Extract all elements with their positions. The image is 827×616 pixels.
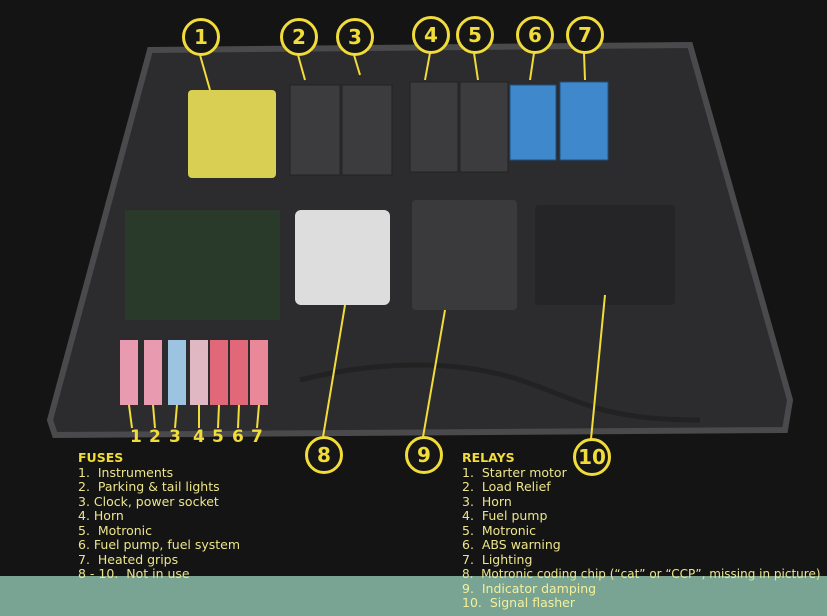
- relay-item: 1. Starter motor: [462, 464, 567, 480]
- fuse-item: 3. Clock, power socket: [78, 493, 219, 509]
- callout-relay-2: 2: [280, 18, 318, 56]
- relay-item: 8. Motronic coding chip (“cat” or “CCP”,…: [462, 567, 821, 581]
- relays-2-5: [289, 81, 509, 176]
- relay-item: 6. ABS warning: [462, 537, 561, 552]
- relay-item: 10. Signal flasher: [462, 595, 575, 610]
- relay-item: 4. Fuel pump: [462, 508, 548, 523]
- fuses-legend: FUSES 1. Instruments 2. Parking & tail l…: [78, 450, 241, 582]
- callout-relay-1: 1: [182, 18, 220, 56]
- relays-6-7: [509, 81, 609, 161]
- fuses-heading: FUSES: [78, 450, 124, 465]
- fuses: [120, 340, 268, 405]
- relay-10: [535, 205, 675, 305]
- fuse-label-6: 6: [232, 427, 244, 447]
- fuse-label-5: 5: [212, 427, 224, 447]
- relay-item: 9. Indicator damping: [462, 580, 597, 596]
- fuse-label-7: 7: [251, 427, 263, 447]
- callout-relay-3: 3: [336, 18, 374, 56]
- fuse-label-4: 4: [193, 427, 205, 447]
- bottom-overlay-strip: [0, 576, 827, 616]
- relay-socket-8: [295, 210, 390, 305]
- callout-relay-7: 7: [566, 16, 604, 54]
- relays-legend: RELAYS 1. Starter motor 2. Load Relief 3…: [462, 450, 821, 611]
- wire: [299, 362, 701, 423]
- callout-relay-6: 6: [516, 16, 554, 54]
- relay-9: [412, 200, 517, 310]
- fuse-label-3: 3: [169, 427, 181, 447]
- relay-item: 2. Load Relief: [462, 479, 551, 494]
- callout-relay-4: 4: [412, 16, 450, 54]
- callout-relay-9: 9: [405, 436, 443, 474]
- relay-1: [188, 90, 276, 178]
- fuse-label-2: 2: [149, 427, 161, 447]
- callout-relay-8: 8: [305, 436, 343, 474]
- fuse-item: 5. Motronic: [78, 522, 152, 538]
- callout-relay-10: 10: [573, 438, 611, 476]
- wiring-bay: [125, 210, 280, 320]
- relay-item: 7. Lighting: [462, 551, 533, 567]
- relay-item: 5. Motronic: [462, 522, 536, 538]
- fuse-item: 4. Horn: [78, 508, 124, 523]
- relay-item: 3. Horn: [462, 493, 512, 509]
- fuse-item: 8 - 10. Not in use: [78, 566, 190, 581]
- fuse-item: 6. Fuel pump, fuel system: [78, 537, 241, 552]
- leader-lines: [128, 52, 606, 440]
- callout-relay-5: 5: [456, 16, 494, 54]
- fuse-item: 1. Instruments: [78, 464, 174, 480]
- fuse-label-1: 1: [130, 427, 142, 447]
- relays-heading: RELAYS: [462, 450, 515, 465]
- fuse-item: 7. Heated grips: [78, 551, 179, 567]
- fuse-item: 2. Parking & tail lights: [78, 479, 220, 494]
